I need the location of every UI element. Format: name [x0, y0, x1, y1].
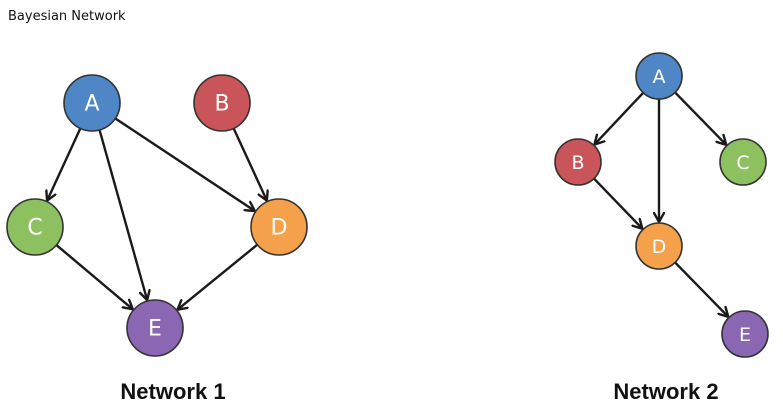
edge-d-to-e	[674, 261, 728, 316]
node-label: A	[653, 66, 666, 88]
node-label: E	[739, 324, 751, 346]
node-circle	[721, 310, 769, 358]
node-label: A	[84, 92, 99, 117]
node-label: B	[571, 152, 584, 174]
node-label: C	[736, 152, 749, 174]
node-label: E	[148, 317, 162, 342]
node-circle	[193, 74, 251, 132]
edge-a-to-d	[114, 117, 254, 210]
node-circle	[635, 222, 683, 270]
node-circle	[719, 138, 767, 186]
edge-a-to-c	[47, 127, 82, 200]
node-label: D	[652, 236, 667, 258]
edge-a-to-b	[594, 91, 645, 145]
network-1: A B C D E Network 1	[6, 74, 308, 404]
node-circle	[554, 138, 602, 186]
node-d: D	[635, 222, 683, 270]
node-e: E	[126, 299, 184, 357]
edge-c-to-e	[55, 244, 132, 309]
network-1-nodes: A B C D E	[6, 74, 308, 357]
node-circle	[63, 74, 121, 132]
node-circle	[250, 198, 308, 256]
edge-a-to-c	[674, 91, 726, 144]
node-a: A	[63, 74, 121, 132]
network-2-nodes: A B C D E	[554, 52, 769, 358]
node-a: A	[635, 52, 683, 100]
page-title: Bayesian Network	[8, 9, 126, 24]
node-label: B	[214, 92, 229, 117]
node-c: C	[719, 138, 767, 186]
network-1-edges	[47, 117, 267, 310]
edge-d-to-e	[177, 243, 259, 310]
node-b: B	[554, 138, 602, 186]
edge-b-to-d	[593, 177, 642, 229]
node-circle	[6, 198, 64, 256]
edge-b-to-d	[232, 127, 267, 200]
network-2-edges	[593, 91, 728, 316]
network-1-caption: Network 1	[120, 379, 225, 404]
network-2: A B C D E Network 2	[554, 52, 769, 404]
node-c: C	[6, 198, 64, 256]
node-label: D	[271, 216, 288, 241]
node-label: C	[27, 216, 42, 241]
node-circle	[126, 299, 184, 357]
node-d: D	[250, 198, 308, 256]
node-circle	[635, 52, 683, 100]
edge-a-to-e	[98, 129, 148, 300]
node-b: B	[193, 74, 251, 132]
node-e: E	[721, 310, 769, 358]
network-2-caption: Network 2	[613, 379, 718, 404]
